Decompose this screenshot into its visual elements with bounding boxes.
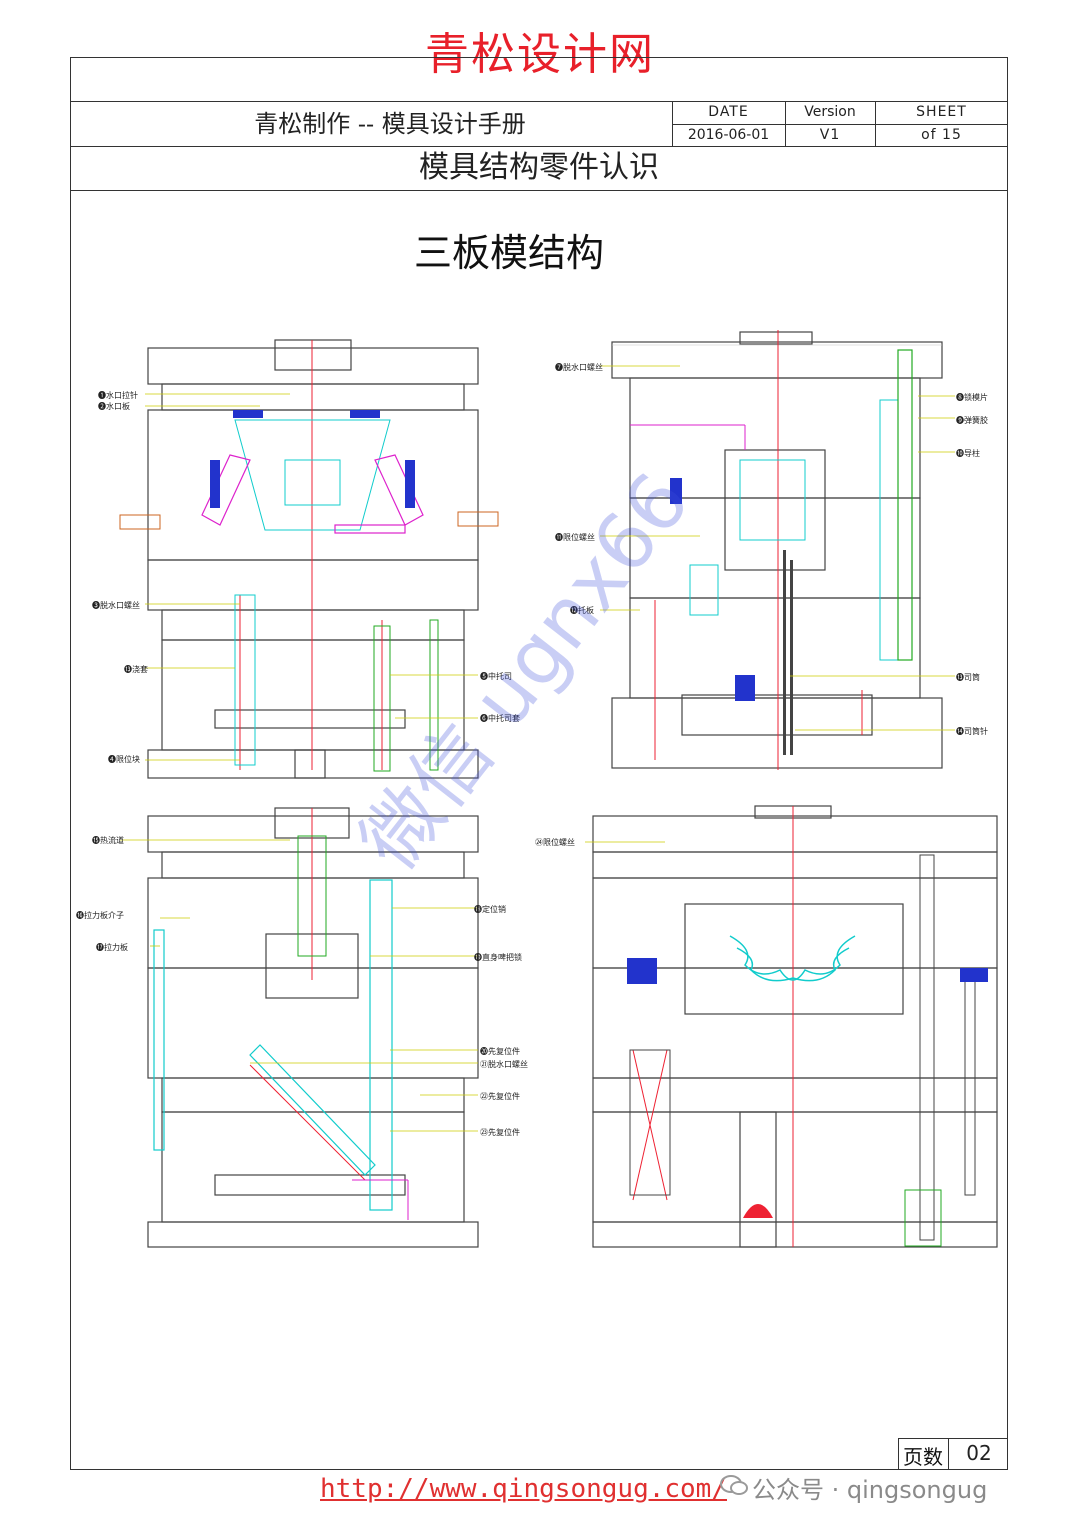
- version-value: V1: [819, 127, 841, 143]
- header-rule-1: [70, 101, 1008, 102]
- mold-drawing-bottom-left: [120, 807, 479, 1248]
- callout-q4-1: ㉔限位螺丝: [535, 838, 575, 847]
- sheet-label: SHEET: [916, 104, 967, 120]
- header-col-2: [785, 101, 786, 146]
- callout-q2-4: ❿导柱: [956, 449, 980, 458]
- callout-q1-4: ⓭浇套: [124, 665, 148, 674]
- callout-q3-6: ⓴先复位件: [480, 1047, 520, 1056]
- callout-q2-6: ⓬托板: [570, 606, 594, 615]
- wechat-icon: [720, 1474, 748, 1496]
- drawing-frame: [70, 57, 1008, 1470]
- callout-q1-2: ❷水口板: [98, 402, 130, 411]
- callout-q3-3: ⓱拉力板: [96, 943, 128, 952]
- pageno-col-2: [948, 1438, 949, 1470]
- callout-q2-1: ❼脱水口螺丝: [555, 363, 603, 372]
- mold-drawing-bottom-right: [585, 805, 998, 1248]
- sheet-value: of 15: [921, 127, 962, 143]
- page-label: 页数: [903, 1445, 943, 1469]
- drawing-title: 三板模结构: [413, 231, 604, 275]
- callout-q2-7: ⓭司筒: [956, 673, 980, 682]
- mold-drawing-top-right: [600, 330, 955, 770]
- callout-q1-3: ❸脱水口螺丝: [92, 601, 140, 610]
- callout-q2-5: ⓫限位螺丝: [555, 533, 595, 542]
- site-link[interactable]: http://www.qingsongug.com/: [320, 1474, 727, 1504]
- pageno-col-1: [898, 1438, 899, 1470]
- callout-q3-7: ㉑脱水口螺丝: [480, 1060, 528, 1069]
- header-rule-mid: [672, 124, 1008, 125]
- callout-q3-2: ⓰拉力板介子: [76, 911, 124, 920]
- callout-q1-7: ❻中托司套: [480, 714, 520, 723]
- callout-q3-5: ⓳直身啤把锁: [474, 953, 522, 962]
- date-label: DATE: [708, 104, 749, 120]
- page-number: 02: [966, 1441, 992, 1465]
- date-value: 2016-06-01: [687, 127, 770, 143]
- version-label: Version: [804, 104, 856, 120]
- callout-q1-6: ❺中托司: [480, 672, 512, 681]
- header-rule-3: [70, 190, 1008, 191]
- section-title: 模具结构零件认识: [419, 150, 659, 185]
- brand-title: 青松设计网: [425, 29, 655, 80]
- header-rule-2: [70, 146, 1008, 147]
- pageno-rule: [898, 1438, 1008, 1439]
- callout-q2-2: ❽锁模片: [956, 393, 988, 402]
- callout-q3-8: ㉒先复位件: [480, 1092, 520, 1101]
- manual-title: 青松制作 -- 模具设计手册: [254, 110, 526, 138]
- callout-q2-8: ⓮司筒针: [956, 727, 988, 736]
- mold-drawing-top-left: [119, 339, 499, 779]
- callout-q3-4: ⓲定位销: [474, 905, 506, 914]
- wechat-account: 公众号 · qingsongug: [752, 1476, 988, 1504]
- callout-q1-1: ❶水口拉针: [98, 391, 138, 400]
- callout-q2-3: ❾弹簧胶: [956, 416, 988, 425]
- callout-q3-1: ⓯热流道: [92, 836, 124, 845]
- callout-q3-9: ㉓先复位件: [480, 1128, 520, 1137]
- header-col-3: [875, 101, 876, 146]
- header-col-1: [672, 101, 673, 146]
- callout-q1-5: ❹限位块: [108, 755, 140, 764]
